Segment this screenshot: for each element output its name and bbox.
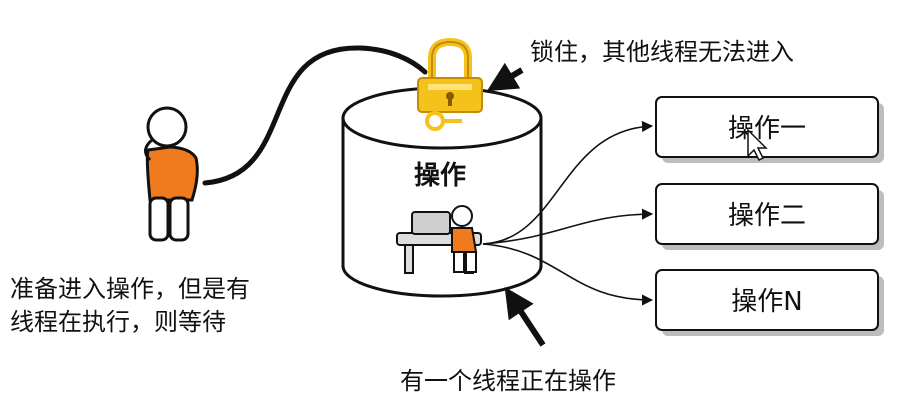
padlock-icon xyxy=(417,37,483,131)
cylinder-label: 操作 xyxy=(414,161,466,191)
running-pointer-arrow xyxy=(504,286,546,347)
person-working-icon xyxy=(396,205,482,274)
person-waiting-icon xyxy=(144,106,199,242)
operation-box-1: 操作一 xyxy=(655,96,884,163)
branch-arrow-2 xyxy=(482,208,654,245)
branch-arrow-1 xyxy=(482,120,654,245)
running-note: 有一个线程正在操作 xyxy=(400,367,616,395)
waiting-text-line2: 线程在执行，则等待 xyxy=(10,308,226,336)
operation-box-3: 操作N xyxy=(655,269,884,336)
waiting-to-lock-curve xyxy=(202,45,428,186)
cursor-icon xyxy=(747,128,768,162)
operation-label-1: 操作一 xyxy=(728,114,806,144)
lock-pointer-arrow xyxy=(486,62,524,92)
operation-label-3: 操作N xyxy=(731,287,802,317)
lock-note: 锁住，其他线程无法进入 xyxy=(530,38,794,66)
operation-label-2: 操作二 xyxy=(728,201,806,231)
operation-box-2: 操作二 xyxy=(655,183,884,250)
waiting-text-line1: 准备进入操作，但是有 xyxy=(10,275,250,303)
branch-arrow-3 xyxy=(482,243,654,306)
